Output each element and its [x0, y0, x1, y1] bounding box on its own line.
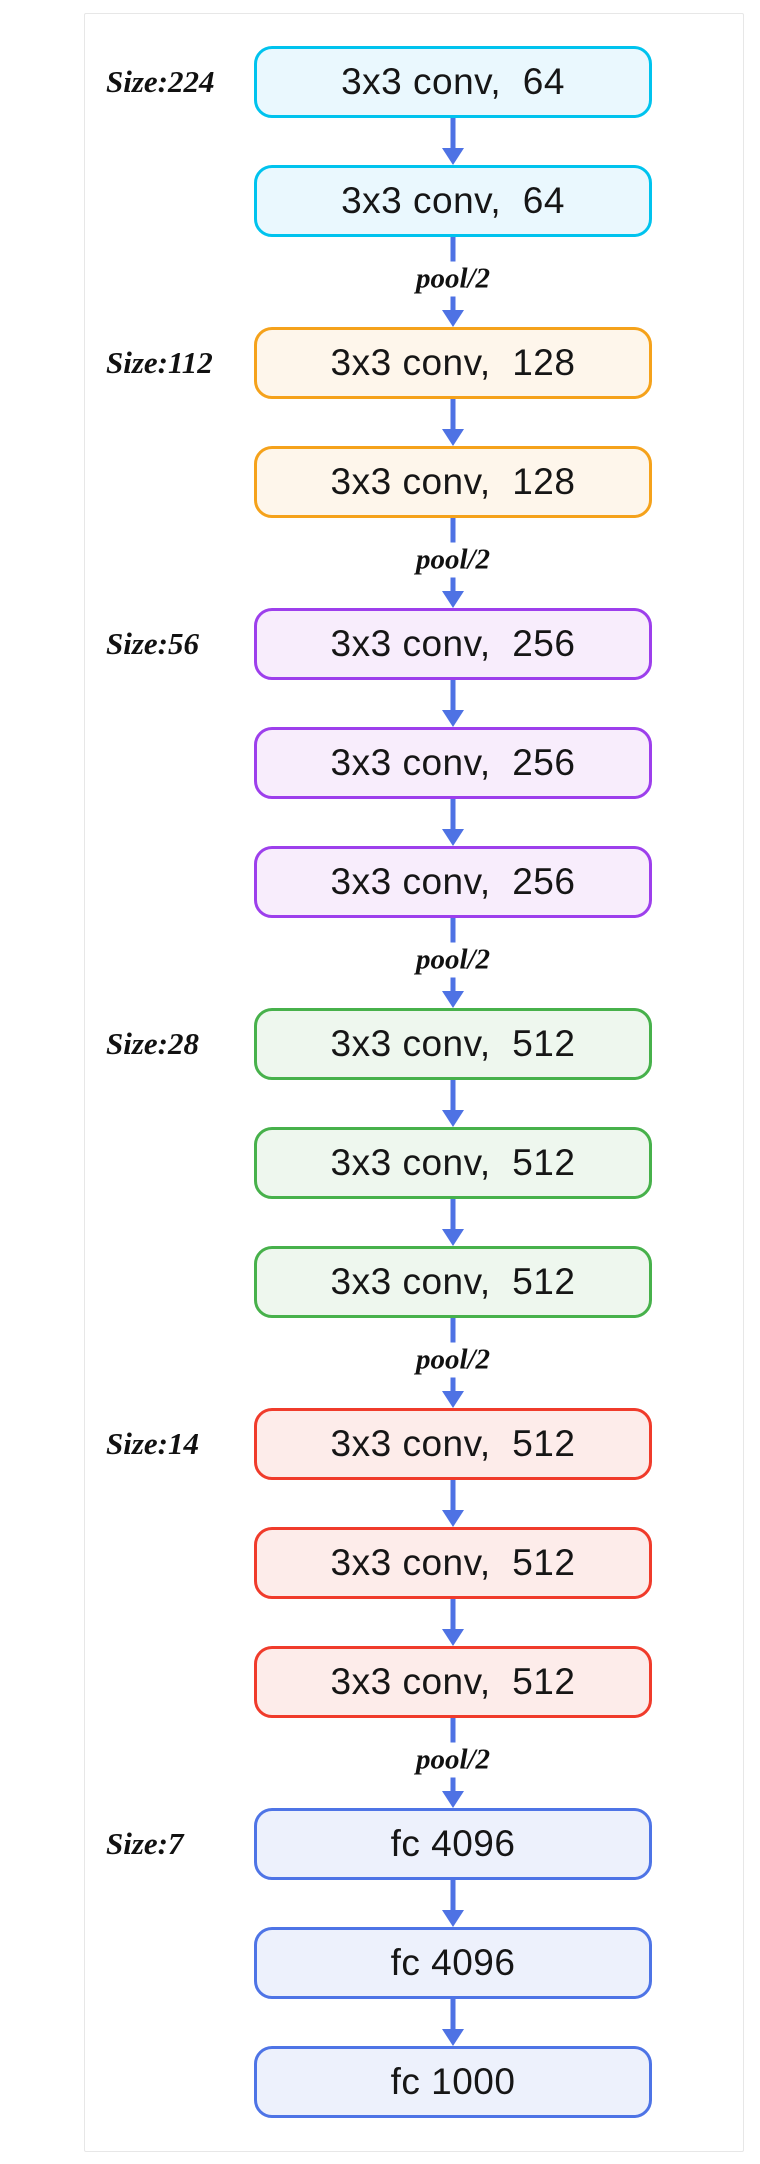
- flow-arrow-shaft: [450, 799, 456, 829]
- size-label: Size:28: [106, 1026, 199, 1061]
- layer-box: 3x3 conv, 512: [254, 1008, 652, 1080]
- size-label: Size:112: [106, 345, 213, 380]
- down-arrowhead-icon: [442, 1510, 464, 1527]
- layer-box: 3x3 conv, 256: [254, 846, 652, 918]
- layer-box: 3x3 conv, 128: [254, 446, 652, 518]
- flow-arrow-shaft: [450, 1599, 456, 1629]
- flow-arrow-shaft: [450, 118, 456, 148]
- flow-arrow-shaft: [450, 1999, 456, 2029]
- pool-label: pool/2: [408, 261, 498, 297]
- flow-arrow-shaft: [450, 1480, 456, 1510]
- down-arrowhead-icon: [442, 1110, 464, 1127]
- layer-box: 3x3 conv, 512: [254, 1527, 652, 1599]
- flow-arrow-shaft: [450, 1199, 456, 1229]
- down-arrowhead-icon: [442, 1391, 464, 1408]
- down-arrowhead-icon: [442, 829, 464, 846]
- down-arrowhead-icon: [442, 991, 464, 1008]
- down-arrowhead-icon: [442, 1629, 464, 1646]
- size-label: Size:224: [106, 64, 215, 99]
- layer-box: 3x3 conv, 64: [254, 46, 652, 118]
- down-arrowhead-icon: [442, 2029, 464, 2046]
- layer-box: 3x3 conv, 64: [254, 165, 652, 237]
- size-label: Size:7: [106, 1826, 184, 1861]
- flow-arrow-shaft: [450, 1080, 456, 1110]
- layer-box: 3x3 conv, 512: [254, 1408, 652, 1480]
- layer-box: 3x3 conv, 512: [254, 1127, 652, 1199]
- pool-label: pool/2: [408, 942, 498, 978]
- layer-box: 3x3 conv, 256: [254, 727, 652, 799]
- layer-box: fc 4096: [254, 1927, 652, 1999]
- size-label: Size:56: [106, 626, 199, 661]
- layer-box: 3x3 conv, 512: [254, 1246, 652, 1318]
- layer-box: 3x3 conv, 256: [254, 608, 652, 680]
- down-arrowhead-icon: [442, 148, 464, 165]
- layer-box: fc 1000: [254, 2046, 652, 2118]
- down-arrowhead-icon: [442, 1229, 464, 1246]
- layer-box: 3x3 conv, 512: [254, 1646, 652, 1718]
- flow-arrow-shaft: [450, 680, 456, 710]
- pool-label: pool/2: [408, 1342, 498, 1378]
- flow-arrow-shaft: [450, 1880, 456, 1910]
- size-label: Size:14: [106, 1426, 199, 1461]
- down-arrowhead-icon: [442, 1910, 464, 1927]
- pool-label: pool/2: [408, 542, 498, 578]
- layer-box: fc 4096: [254, 1808, 652, 1880]
- pool-label: pool/2: [408, 1742, 498, 1778]
- flow-arrow-shaft: [450, 399, 456, 429]
- down-arrowhead-icon: [442, 591, 464, 608]
- down-arrowhead-icon: [442, 429, 464, 446]
- down-arrowhead-icon: [442, 310, 464, 327]
- layer-box: 3x3 conv, 128: [254, 327, 652, 399]
- down-arrowhead-icon: [442, 710, 464, 727]
- down-arrowhead-icon: [442, 1791, 464, 1808]
